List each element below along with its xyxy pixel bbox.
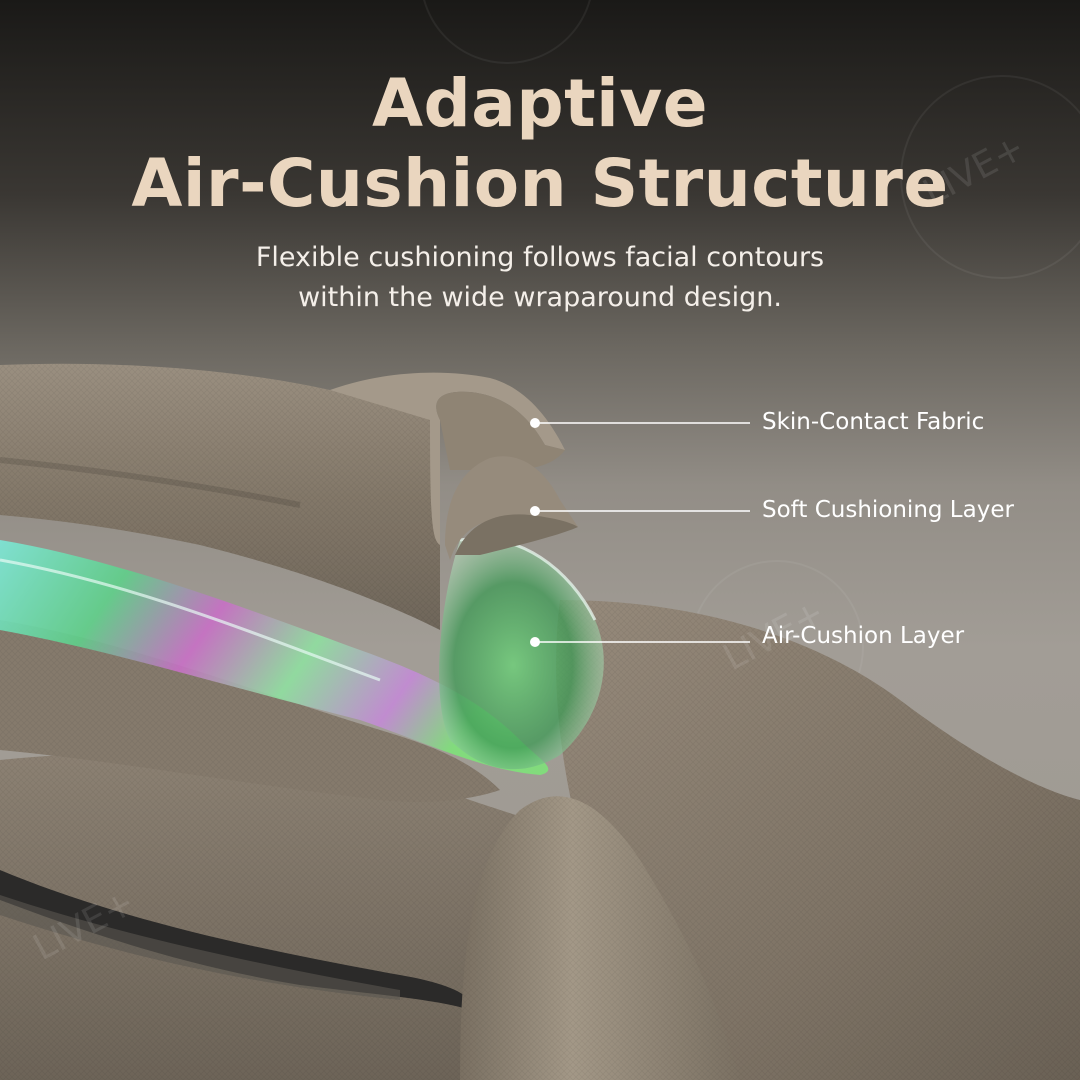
- subheadline-line-1: Flexible cushioning follows facial conto…: [255, 242, 825, 273]
- subheadline-line-2: within the wide wraparound design.: [298, 282, 782, 313]
- headline-line-1: Adaptive: [371, 65, 709, 142]
- callout-skin-contact-fabric: Skin-Contact Fabric: [762, 409, 985, 435]
- callout-soft-cushioning-layer: Soft Cushioning Layer: [762, 497, 1014, 523]
- watermark-ring: [900, 75, 1080, 279]
- headline: Adaptive Air-Cushion Structure: [0, 64, 1080, 224]
- headline-line-2: Air-Cushion Structure: [131, 145, 949, 222]
- subheadline: Flexible cushioning follows facial conto…: [0, 238, 1080, 318]
- callout-air-cushion-layer: Air-Cushion Layer: [762, 623, 965, 649]
